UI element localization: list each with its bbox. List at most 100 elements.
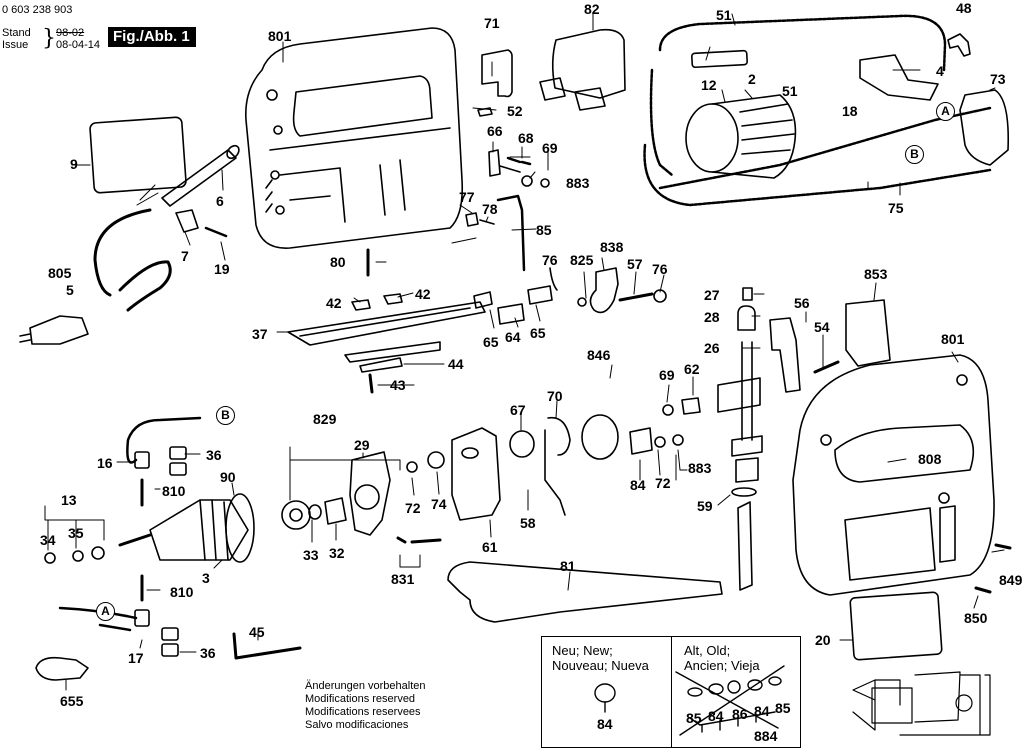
part-label-801: 801 [268, 28, 292, 44]
part-label-65: 65 [483, 334, 499, 350]
saw-blade [737, 501, 753, 591]
connector-marker-b: B [216, 406, 235, 425]
new-old-legend: Neu; New; Nouveau; Nueva 84 Alt, Old; An… [541, 636, 801, 748]
part-label-883: 883 [566, 175, 590, 191]
part-label-29: 29 [354, 437, 370, 453]
housing-half-left [245, 27, 464, 249]
part-label-853: 853 [864, 266, 888, 282]
part-label-831: 831 [391, 571, 415, 587]
part-label-82: 82 [584, 1, 600, 17]
part-label-81: 81 [560, 558, 576, 574]
legend-old-part: 85 [686, 710, 702, 726]
part-label-51b: 51 [782, 83, 798, 99]
legend-old-part: 85 [775, 700, 791, 716]
cover-82 [539, 28, 626, 111]
part-label-57: 57 [627, 256, 643, 272]
part-label-67: 67 [510, 402, 526, 418]
note-line: Modifications reservees [305, 706, 421, 718]
part-label-73: 73 [990, 71, 1006, 87]
legend-new-panel: Neu; New; Nouveau; Nueva 84 [542, 637, 672, 747]
part-label-42: 42 [326, 295, 342, 311]
part-label-838: 838 [600, 239, 624, 255]
part-label-36b: 36 [200, 645, 216, 661]
connector-marker-a: A [936, 102, 955, 121]
part-label-850: 850 [964, 610, 988, 626]
part-label-65b: 65 [530, 325, 546, 341]
part-label-78: 78 [482, 201, 498, 217]
issue-label: Issue [2, 39, 29, 51]
part-label-66: 66 [487, 123, 503, 139]
note-line: Änderungen vorbehalten [305, 680, 426, 692]
legend-old-part: 84 [708, 708, 724, 724]
legend-new-title: Neu; New; Nouveau; Nueva [552, 643, 649, 673]
legend-old-part: 86 [732, 706, 748, 722]
legend-new-part: 84 [597, 716, 613, 732]
document-number: 0 603 238 903 [2, 4, 73, 16]
part-label-19: 19 [214, 261, 230, 277]
shoe-81 [447, 561, 723, 623]
gear-plate-61 [451, 427, 501, 521]
part-label-43: 43 [390, 377, 406, 393]
part-label-7: 7 [181, 248, 189, 264]
part-label-64: 64 [505, 329, 521, 345]
part-label-74: 74 [431, 496, 447, 512]
part-label-72b: 72 [655, 475, 671, 491]
part-label-54: 54 [814, 319, 830, 335]
stand-old-date: 98-02 [56, 27, 85, 39]
part-label-76: 76 [542, 252, 558, 268]
part-label-45: 45 [249, 624, 265, 640]
armature [149, 499, 249, 561]
part-label-846: 846 [587, 347, 611, 363]
part-label-84: 84 [630, 477, 646, 493]
part-label-28: 28 [704, 309, 720, 325]
issue-date: 08-04-14 [56, 39, 101, 51]
part-label-2: 2 [748, 71, 756, 87]
legend-old-group: 884 [754, 728, 778, 744]
part-label-51: 51 [716, 7, 732, 23]
connector-marker-b: B [905, 145, 924, 164]
part-label-76b: 76 [652, 261, 668, 277]
part-label-9: 9 [70, 156, 78, 172]
part-label-810: 810 [162, 483, 186, 499]
part-label-13: 13 [61, 492, 77, 508]
part-label-68: 68 [518, 130, 534, 146]
legend-drawings [594, 665, 785, 736]
part-label-16: 16 [97, 455, 113, 471]
part-label-655: 655 [60, 693, 84, 709]
part-label-48: 48 [956, 0, 972, 16]
part-label-805: 805 [48, 265, 72, 281]
part-label-808: 808 [918, 451, 942, 467]
part-label-72: 72 [405, 500, 421, 516]
part-label-26: 26 [704, 340, 720, 356]
part-label-810b: 810 [170, 584, 194, 600]
part-label-3: 3 [202, 570, 210, 586]
part-label-70: 70 [547, 388, 563, 404]
part-label-20: 20 [815, 632, 831, 648]
cover-71 [481, 49, 513, 98]
part-label-80: 80 [330, 254, 346, 270]
figure-title: Fig./Abb. 1 [108, 27, 196, 47]
part-label-5: 5 [66, 282, 74, 298]
note-line: Salvo modificaciones [305, 719, 409, 731]
part-label-17: 17 [128, 650, 144, 666]
part-label-61: 61 [482, 539, 498, 555]
part-label-883b: 883 [688, 460, 712, 476]
base-plate [287, 301, 486, 363]
part-label-75: 75 [888, 200, 904, 216]
legend-old-title: Alt, Old; Ancien; Vieja [684, 643, 760, 673]
legend-old-title-line2: Ancien; Vieja [684, 658, 760, 673]
note-line: Modifications reserved [305, 693, 416, 705]
part-label-6: 6 [216, 193, 224, 209]
part-label-35: 35 [68, 525, 84, 541]
legend-old-panel: Alt, Old; Ancien; Vieja 85 84 86 84 85 8… [672, 637, 800, 747]
cable-sleeve [161, 149, 237, 207]
legend-old-title-line1: Alt, Old; [684, 643, 731, 658]
part-label-32: 32 [329, 545, 345, 561]
part-label-829: 829 [313, 411, 337, 427]
part-label-85: 85 [536, 222, 552, 238]
connector-marker-a: A [96, 602, 115, 621]
part-label-71: 71 [484, 15, 500, 31]
part-label-56: 56 [794, 295, 810, 311]
part-label-801b: 801 [941, 331, 965, 347]
part-label-849: 849 [999, 572, 1023, 588]
